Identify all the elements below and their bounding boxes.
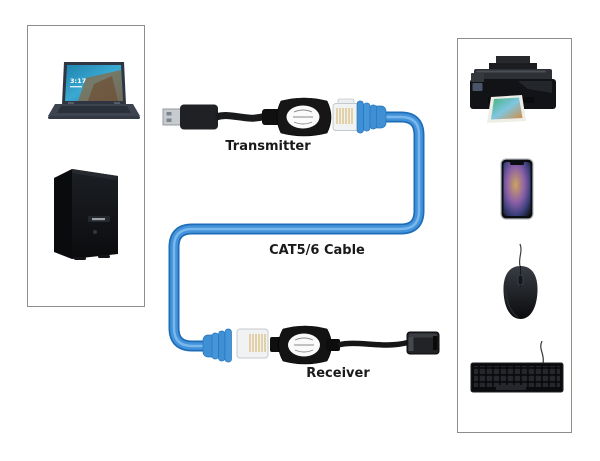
laptop-wallpaper-rock bbox=[88, 76, 118, 101]
tower-top-edge bbox=[72, 169, 118, 180]
keyboard-spacebar bbox=[496, 385, 526, 390]
usb-male-body bbox=[180, 104, 218, 130]
rj45-top-pins bbox=[336, 108, 353, 124]
laptop-icon: 3:17 bbox=[48, 62, 140, 119]
phone-screen bbox=[503, 162, 531, 216]
printed-photo bbox=[491, 97, 523, 120]
mouse-scroll-wheel bbox=[517, 274, 524, 286]
transmitter-usb-cable bbox=[214, 112, 266, 122]
usb-male-hole-top bbox=[166, 112, 172, 116]
cable-label: CAT5/6 Cable bbox=[269, 243, 365, 258]
rj45-plug-top bbox=[332, 98, 387, 134]
usb-male-hole-bottom bbox=[166, 118, 172, 122]
keyboard-keys bbox=[474, 366, 560, 387]
rj45-top-boot-ridge bbox=[369, 104, 377, 130]
keyboard-cable bbox=[540, 340, 544, 364]
target-devices-box bbox=[457, 38, 572, 433]
rj45-top-boot-ridge bbox=[356, 100, 364, 134]
target-devices-art bbox=[470, 56, 564, 393]
printer-lid-highlight bbox=[476, 70, 546, 73]
printer-output-flap bbox=[518, 81, 552, 93]
usb-male-metal-shell bbox=[162, 108, 182, 126]
sticker-text-line bbox=[294, 349, 314, 353]
usb-female-connector bbox=[406, 331, 440, 355]
phone-notch bbox=[510, 161, 524, 165]
printer-control-panel bbox=[471, 73, 484, 82]
tower-power-button bbox=[93, 230, 97, 234]
tower-front-panel bbox=[72, 169, 118, 259]
usb-female-port-face bbox=[408, 337, 414, 351]
cable-highlight bbox=[172, 115, 421, 348]
laptop-keyboard bbox=[57, 106, 131, 113]
keyboard-icon bbox=[470, 340, 564, 393]
source-devices-art: 3:17 bbox=[48, 62, 140, 260]
laptop-lockscreen-time: 3:17 bbox=[70, 77, 86, 85]
rj45-bottom-pins bbox=[249, 334, 266, 352]
cat5-cable bbox=[168, 111, 425, 352]
transmitter-strain-relief bbox=[262, 109, 280, 125]
sticker-text-line bbox=[293, 109, 313, 113]
mouse-icon bbox=[503, 243, 538, 319]
printer-tray-base bbox=[489, 63, 537, 71]
tower-foot-left bbox=[74, 257, 86, 260]
mouse-side-highlight bbox=[505, 288, 519, 318]
smartphone-icon bbox=[500, 158, 534, 220]
receiver-label: Receiver bbox=[306, 366, 370, 381]
tower-badge-logo bbox=[92, 218, 105, 221]
transmitter-label: Transmitter bbox=[225, 139, 311, 154]
mouse-cable bbox=[518, 243, 522, 267]
receiver-usb-cable bbox=[337, 339, 409, 348]
sticker-text-line bbox=[294, 337, 314, 341]
desktop-tower-icon bbox=[54, 169, 118, 260]
laptop-lockscreen-date bbox=[70, 86, 82, 88]
laptop-hinge-left bbox=[68, 102, 74, 105]
tower-foot-right bbox=[98, 255, 110, 258]
tower-side-panel bbox=[54, 169, 72, 259]
rj45-bottom-boot-ridge bbox=[218, 330, 226, 362]
usb-female-end-shadow bbox=[433, 336, 438, 350]
receiver-adapter bbox=[270, 325, 409, 365]
printer-icon bbox=[470, 56, 556, 123]
usb-male-connector bbox=[162, 104, 280, 130]
laptop-front-edge bbox=[48, 116, 140, 119]
mouse-body bbox=[503, 266, 538, 319]
receiver-strain-relief-right bbox=[326, 339, 340, 351]
usb-female-top-highlight bbox=[409, 333, 437, 338]
source-devices-box: 3:17 bbox=[27, 25, 145, 307]
rj45-top-boot-ridge bbox=[363, 102, 371, 132]
transmitter-adapter bbox=[276, 97, 332, 137]
rj45-bottom-boot-ridge bbox=[211, 332, 219, 360]
rj45-bottom-boot-ridge bbox=[224, 328, 232, 363]
sticker-text-line bbox=[293, 121, 313, 125]
printer-screen bbox=[472, 83, 483, 91]
rj45-plug-bottom bbox=[202, 328, 269, 363]
laptop-hinge-right bbox=[114, 102, 120, 105]
